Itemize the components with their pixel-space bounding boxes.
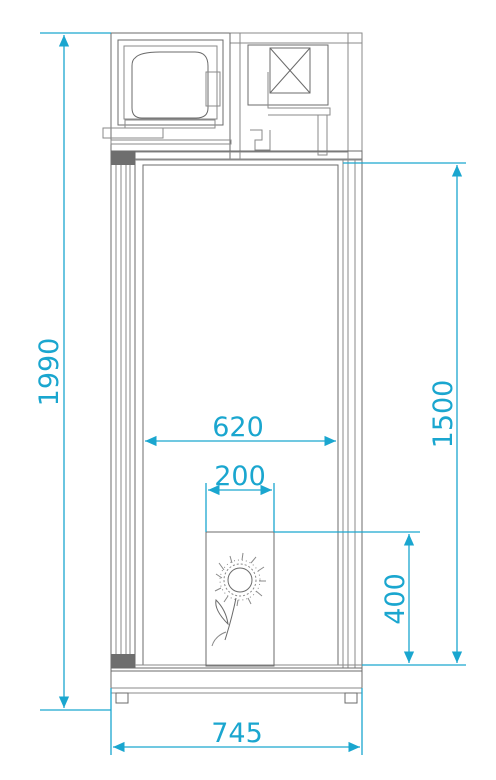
dimension-interior-height: 1500: [343, 162, 466, 666]
dim-400-label: 400: [380, 573, 411, 625]
top-machine-unit: [102, 32, 363, 160]
hinge-block-bottom: [111, 654, 135, 668]
dim-745-label: 745: [211, 718, 263, 749]
dim-200-label: 200: [214, 461, 266, 492]
dim-1500-label: 1500: [428, 380, 459, 449]
dimension-overall-width: 745: [110, 688, 363, 755]
hinge-block-top: [111, 151, 135, 165]
dim-620-label: 620: [212, 412, 264, 443]
dimension-panel-width: 200: [205, 461, 275, 532]
dimension-panel-height: 400: [274, 531, 420, 663]
dimension-interior-width: 620: [145, 412, 336, 447]
fan-cross-icon: [247, 44, 331, 156]
dim-1990-label: 1990: [34, 338, 65, 407]
dimension-overall-height: 1990: [34, 32, 111, 711]
cabinet-base: [110, 667, 363, 704]
compressor-icon: [102, 39, 224, 139]
cabinet-body: [110, 150, 363, 672]
flower-icon: [211, 552, 266, 647]
left-foot: [115, 692, 129, 704]
flower-panel: [205, 531, 275, 667]
right-foot: [344, 692, 358, 704]
